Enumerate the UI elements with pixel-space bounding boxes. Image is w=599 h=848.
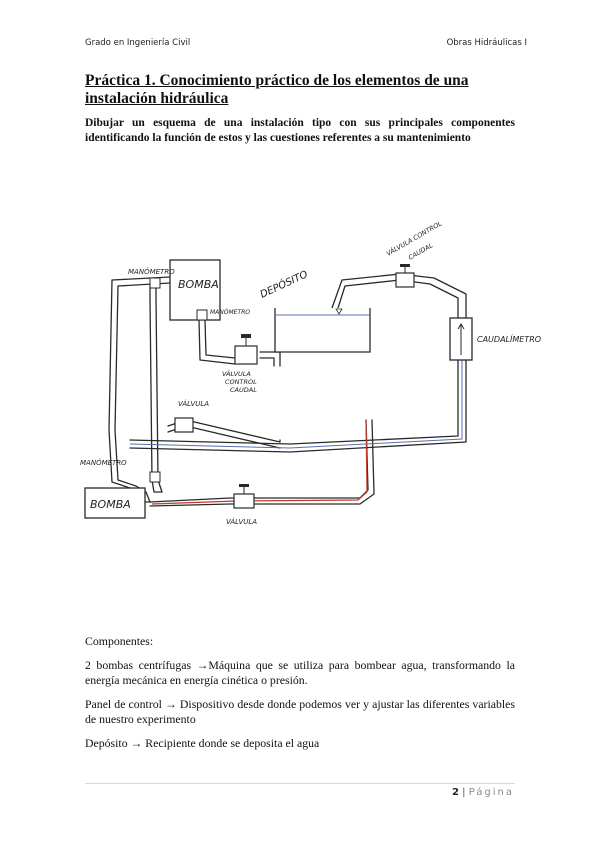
- task-instruction: Dibujar un esquema de una instalación ti…: [85, 117, 515, 144]
- valve-control-top: [395, 272, 415, 288]
- label-deposito: DEPÓSITO: [258, 267, 310, 300]
- footer-divider: [85, 783, 515, 784]
- header-course: Grado en Ingeniería Civil: [85, 38, 191, 48]
- valve-bottom: [233, 493, 255, 509]
- component-bombas: 2 bombas centrífugas →Máquina que se uti…: [85, 658, 515, 687]
- valve-control-mid: [234, 345, 258, 365]
- footer-page-word: Página: [468, 787, 514, 798]
- label-valvula-mid-2: CONTROL: [225, 378, 257, 386]
- label-bomba-top: BOMBA: [178, 278, 219, 291]
- manometer-top-outlet: [196, 309, 208, 321]
- label-manometro-2: MANÓMETRO: [210, 309, 250, 316]
- label-valvula-bottom: VÁLVULA: [226, 517, 257, 526]
- red-pipe-line: [151, 419, 368, 505]
- header-subject: Obras Hidráulicas I: [446, 38, 527, 48]
- page-title: Práctica 1. Conocimiento práctico de los…: [85, 72, 469, 107]
- blue-pipe-line: [129, 330, 463, 449]
- components-heading: Componentes:: [85, 634, 154, 648]
- manometer-bottom: [149, 471, 161, 483]
- component-panel: Panel de control → Dispositivo desde don…: [85, 697, 515, 726]
- label-manometro-1: MANÓMETRO: [128, 267, 175, 276]
- label-valvula-mid-3: CAUDAL: [230, 386, 257, 394]
- label-valvula-mid: VÁLVULA: [178, 399, 209, 408]
- deposit-tank: [274, 308, 371, 353]
- footer-separator: |: [462, 787, 466, 798]
- page-footer: 2 | Página: [452, 787, 514, 798]
- label-valvula-mid-1: VÁLVULA: [222, 369, 251, 378]
- component-deposito: Depósito → Recipiente donde se deposita …: [85, 736, 320, 750]
- label-caudalimetro: CAUDALÍMETRO: [477, 333, 541, 344]
- hydraulic-installation-sketch: BOMBA BOMBA MANÓMETRO MANÓMETRO MANÓMETR…: [80, 218, 541, 526]
- label-manometro-3: MANÓMETRO: [80, 458, 127, 467]
- manometer-top-left: [149, 277, 161, 289]
- label-bomba-bottom: BOMBA: [90, 498, 131, 511]
- top-pump-box: [169, 259, 221, 321]
- page-number: 2: [451, 787, 459, 798]
- bottom-pump-box: [84, 487, 146, 519]
- valve-mid-left: [174, 417, 194, 433]
